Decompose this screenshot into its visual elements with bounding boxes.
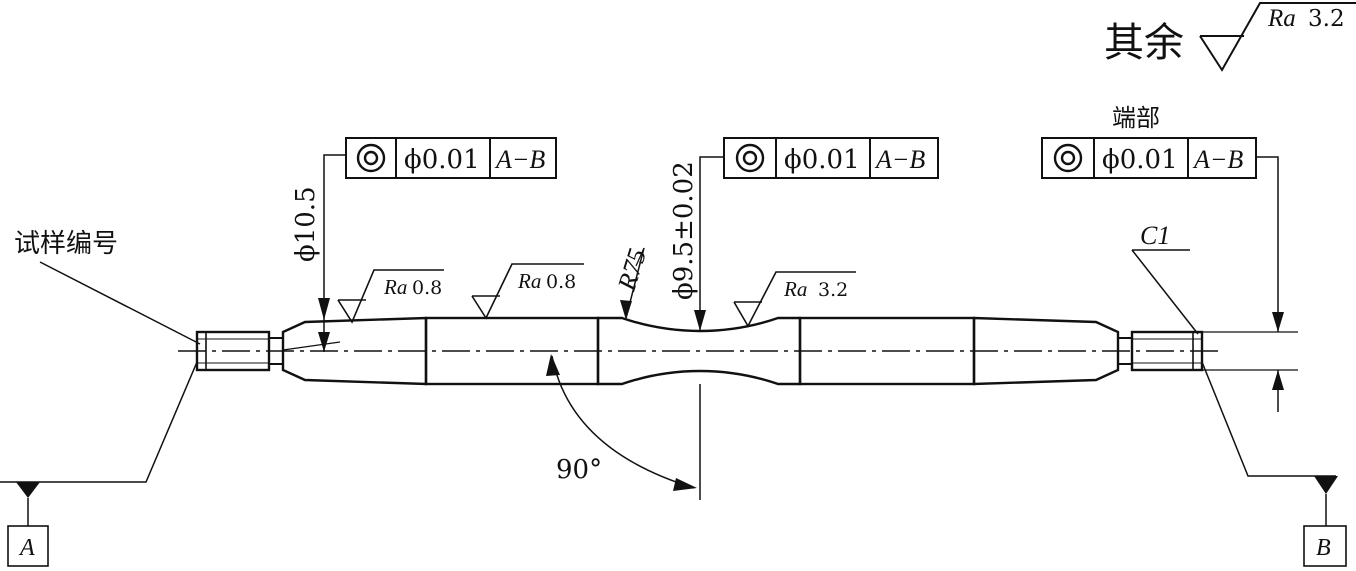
- roughness-mark-1: Ra 0.8: [337, 269, 444, 324]
- chamfer-label: C1: [1131, 221, 1199, 335]
- general-roughness-note: 其余 Ra 3.2: [1104, 2, 1356, 72]
- datum-a-box: [7, 525, 49, 567]
- tolerance-frame-3: 端部 ϕ0.01 A−B: [1041, 104, 1298, 412]
- general-roughness-symbol: Ra: [1267, 5, 1296, 32]
- diameter-center-text: ϕ9.5±0.02: [669, 161, 699, 300]
- tolerance-value-3: ϕ0.01: [1102, 145, 1178, 175]
- datum-b-text: B: [1316, 535, 1331, 561]
- right-thread: [1130, 330, 1204, 372]
- roughness-symbol-icon: [337, 269, 444, 324]
- svg-text:3.2: 3.2: [818, 279, 848, 301]
- angle-text: 90°: [556, 455, 602, 485]
- dimension-diameter-end: ϕ10.5: [282, 186, 341, 352]
- tolerance-datum-3: A−B: [1192, 145, 1243, 174]
- end-note-label: 端部: [1112, 104, 1160, 132]
- roughness-symbol-icon: [733, 271, 856, 328]
- concentricity-icon: [735, 143, 765, 173]
- datum-b-box: [1303, 525, 1347, 567]
- svg-text:Ra: Ra: [517, 269, 541, 293]
- tolerance-frame-2: ϕ0.01 A−B: [694, 137, 939, 331]
- datum-a: A: [0, 361, 198, 567]
- svg-text:0.8: 0.8: [412, 277, 442, 299]
- dimension-radius: R75: [612, 245, 652, 320]
- leader-line-3: [1256, 156, 1279, 332]
- svg-text:Ra: Ra: [383, 275, 407, 299]
- svg-text:Ra: Ra: [783, 277, 807, 301]
- roughness-symbol-icon: [471, 263, 584, 320]
- tolerance-value-2: ϕ0.01: [784, 145, 860, 175]
- specimen-body: [195, 316, 1204, 386]
- tolerance-datum-2: A−B: [874, 145, 925, 174]
- concentricity-icon: [1053, 143, 1083, 173]
- concentricity-icon: [356, 143, 386, 173]
- tolerance-value-1: ϕ0.01: [404, 145, 480, 175]
- datum-a-text: A: [18, 535, 35, 561]
- leader-line-1: [323, 154, 346, 318]
- dimension-angle: 90°: [546, 354, 701, 500]
- general-roughness-value: 3.2: [1308, 6, 1345, 32]
- specimen-number-text: 试样编号: [14, 229, 118, 259]
- leader-line-2: [699, 156, 724, 330]
- tolerance-frame-1: ϕ0.01 A−B: [318, 137, 557, 320]
- radius-text: R75: [612, 245, 652, 294]
- chamfer-text: C1: [1140, 221, 1170, 250]
- diameter-end-text: ϕ10.5: [291, 186, 321, 262]
- roughness-mark-2: Ra 0.8: [471, 263, 584, 320]
- tolerance-datum-1: A−B: [494, 145, 545, 174]
- svg-text:0.8: 0.8: [546, 271, 576, 293]
- datum-b: B: [1201, 361, 1347, 567]
- right-taper: [972, 316, 1120, 386]
- general-roughness-label: 其余: [1104, 20, 1184, 66]
- roughness-mark-3: Ra 3.2: [733, 271, 856, 328]
- specimen-number-label: 试样编号: [14, 229, 201, 345]
